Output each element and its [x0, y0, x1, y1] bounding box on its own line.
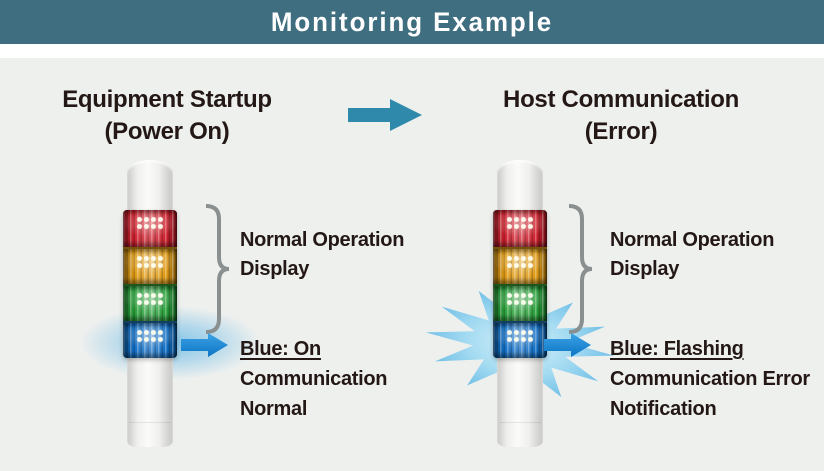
indicator-arrow-icon [544, 333, 591, 357]
left-column-title: Equipment Startup (Power On) [27, 84, 307, 148]
left-title-line2: (Power On) [104, 118, 230, 145]
left-brace-label: Normal Operation Display [240, 226, 404, 284]
left-brace-label-line1: Normal Operation [240, 229, 405, 251]
segment-green-icon [123, 284, 177, 321]
right-brace-label-line1: Normal Operation [610, 229, 775, 251]
segment-red-icon [123, 210, 177, 247]
right-brace-label: Normal Operation Display [610, 226, 774, 284]
brace-icon [205, 204, 230, 334]
segment-green-icon [493, 284, 547, 321]
signal-tower-segments-left [123, 210, 177, 358]
left-title-line1: Equipment Startup [62, 86, 272, 113]
signal-tower-segments-right [493, 210, 547, 358]
brace-icon [568, 204, 593, 334]
segment-amber-icon [493, 247, 547, 284]
left-status-line2: Normal [240, 398, 308, 420]
segment-blue-icon [123, 321, 177, 358]
left-status-line1: Communication [240, 368, 388, 390]
right-status-title: Blue: Flashing [610, 338, 744, 360]
title-banner: Monitoring Example [0, 0, 824, 44]
right-status-text: Blue: Flashing Communication Error Notif… [610, 334, 810, 424]
left-status-text: Blue: On Communication Normal [240, 334, 388, 424]
right-title-line1: Host Communication [503, 86, 739, 113]
segment-blue-icon [493, 321, 547, 358]
segment-amber-icon [123, 247, 177, 284]
left-status-title: Blue: On [240, 338, 321, 360]
page-title: Monitoring Example [270, 6, 554, 37]
indicator-arrow-icon [181, 333, 228, 357]
left-brace-label-line2: Display [240, 258, 310, 280]
flow-arrow-icon [348, 99, 422, 131]
right-brace-label-line2: Display [610, 258, 680, 280]
right-status-line2: Notification [610, 398, 717, 420]
right-title-line2: (Error) [584, 118, 658, 145]
right-column-title: Host Communication (Error) [475, 84, 767, 148]
segment-red-icon [493, 210, 547, 247]
right-status-line1: Communication Error [610, 368, 810, 390]
